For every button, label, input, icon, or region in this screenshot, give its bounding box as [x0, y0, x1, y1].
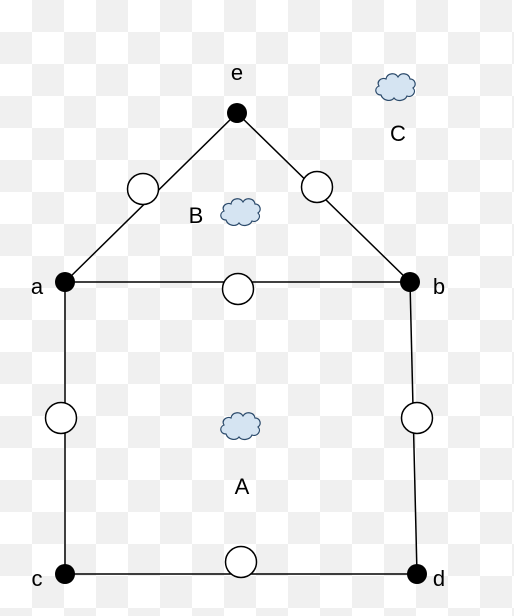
- vertex-b: [400, 272, 420, 292]
- vertex-c: [55, 564, 75, 584]
- edge-nodes-layer: [44, 170, 434, 579]
- edge-node-b-d: [400, 401, 434, 435]
- edge-node-e-b: [300, 170, 334, 204]
- cloud-icon: [220, 198, 261, 227]
- vertex-label-b: b: [433, 274, 445, 299]
- edges-layer: [64, 112, 418, 575]
- edge-node-e-a: [126, 172, 160, 206]
- region-label-c: C: [390, 121, 406, 146]
- vertex-e: [227, 103, 247, 123]
- cloud-icon: [220, 412, 261, 441]
- edge-node-a-c: [44, 401, 78, 435]
- vertex-label-c: c: [32, 566, 43, 591]
- vertex-label-d: d: [433, 566, 445, 591]
- vertex-label-a: a: [31, 274, 44, 299]
- vertices-layer: [55, 103, 427, 584]
- edge-node-a-b: [221, 272, 255, 306]
- region-label-a: A: [235, 474, 250, 499]
- vertex-d: [407, 564, 427, 584]
- vertex-a: [55, 272, 75, 292]
- region-label-b: B: [189, 203, 204, 228]
- cloud-icon: [375, 73, 416, 102]
- vertex-label-e: e: [231, 60, 243, 85]
- edge-node-c-d: [224, 545, 258, 579]
